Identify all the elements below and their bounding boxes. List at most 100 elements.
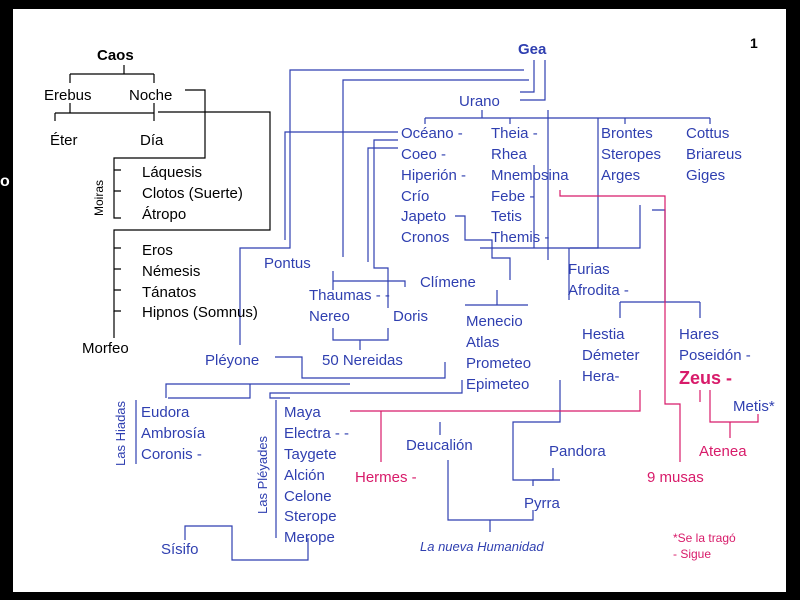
node-tetis: Tetis: [491, 208, 522, 225]
group-hiadas: Las Hiadas: [113, 400, 128, 466]
line-pleyone: [275, 356, 446, 379]
node-steropes: Steropes: [601, 146, 662, 163]
node-zeus: Zeus -: [679, 368, 733, 388]
node-oceano: Océano -: [401, 125, 463, 142]
line-noche-moiras: [113, 89, 206, 219]
node-nemesis: Némesis: [142, 263, 201, 280]
node-japeto: Japeto: [401, 208, 447, 225]
line-caos: [69, 65, 155, 83]
line-climene-sons: [465, 290, 528, 306]
node-musas: 9 musas: [647, 469, 704, 486]
node-eros: Eros: [142, 242, 173, 259]
node-theia: Theia -: [491, 125, 538, 142]
node-morfeo: Morfeo: [82, 340, 129, 357]
node-epimeteo: Epimeteo: [466, 376, 530, 393]
node-taygete: Taygete: [284, 446, 337, 463]
node-gea: Gea: [518, 41, 547, 58]
node-poseidon: Poseidón -: [679, 347, 751, 364]
node-crio: Crío: [401, 188, 430, 205]
node-hiperion: Hiperión -: [401, 167, 467, 184]
node-dia: Día: [140, 132, 164, 149]
line-oceano-left: [284, 131, 398, 240]
node-sterope: Sterope: [284, 508, 337, 525]
line-urano-titans: [424, 110, 711, 124]
node-pleyone: Pléyone: [205, 352, 260, 369]
node-brontes: Brontes: [601, 125, 653, 142]
node-tanatos: Tánatos: [142, 284, 197, 301]
node-atenea: Atenea: [699, 443, 747, 460]
node-merope: Merope: [284, 529, 335, 546]
node-themis: Themis -: [491, 229, 550, 246]
line-erebus-noche: [54, 103, 155, 121]
node-mnemosina: Mnemosina: [491, 167, 569, 184]
node-caos: Caos: [97, 47, 134, 64]
node-maya: Maya: [284, 404, 321, 421]
line-pandora: [532, 468, 554, 486]
page-number: 1: [750, 35, 758, 51]
line-noche-children: [113, 111, 271, 312]
footnote-line1: *Se la tragó: [673, 531, 736, 545]
node-arges: Arges: [601, 167, 641, 184]
group-moiras: Moiras: [92, 179, 106, 216]
node-hestia: Hestia: [582, 326, 625, 343]
node-hipnos: Hipnos (Somnus): [142, 304, 258, 321]
line-metis: [709, 390, 759, 438]
line-pontus-children: [332, 271, 406, 290]
node-clotos: Clotos (Suerte): [142, 185, 243, 202]
node-sisifo: Sísifo: [161, 541, 199, 558]
node-electra: Electra - -: [284, 425, 350, 442]
node-pandora: Pandora: [549, 443, 606, 460]
line-deucalion: [447, 460, 534, 532]
node-hermes: Hermes -: [355, 469, 417, 486]
node-coronis: Coronis -: [141, 446, 202, 463]
node-deucalion: Deucalión: [406, 437, 473, 454]
node-humanidad: La nueva Humanidad: [420, 539, 544, 554]
node-thaumas: Thaumas - -: [309, 287, 390, 304]
line-japeto: [455, 215, 511, 280]
node-urano: Urano: [459, 93, 500, 110]
node-furias: Furias: [568, 261, 610, 278]
line-gea-urano: [520, 60, 546, 101]
node-doris: Doris: [393, 308, 429, 325]
node-atlas: Atlas: [466, 334, 500, 351]
node-nereidas: 50 Nereidas: [322, 352, 403, 369]
line-gea-pontus: [239, 69, 524, 345]
node-ambrosia: Ambrosía: [141, 425, 206, 442]
node-cronos: Cronos: [401, 229, 450, 246]
node-giges: Giges: [686, 167, 726, 184]
line-gea-pontus2: [342, 79, 529, 257]
node-prometeo: Prometeo: [466, 355, 532, 372]
node-alcion: Alción: [284, 467, 325, 484]
line-atlas-pleyades: [269, 380, 463, 399]
line-pleyades-parent: [165, 383, 350, 399]
node-climene: Clímene: [420, 274, 476, 291]
node-afrodita: Afrodita -: [568, 282, 629, 299]
node-celone: Celone: [284, 488, 332, 505]
node-cottus: Cottus: [686, 125, 730, 142]
node-hera: Hera-: [582, 368, 620, 385]
node-coeo: Coeo -: [401, 146, 447, 163]
line-nereo-doris: [332, 328, 389, 350]
footnote-line2: - Sigue: [673, 547, 712, 561]
line-mnemosina-musas: [559, 190, 681, 462]
node-noche: Noche: [129, 87, 173, 104]
node-demeter: Démeter: [582, 347, 640, 364]
node-hares: Hares: [679, 326, 720, 343]
node-pontus: Pontus: [264, 255, 311, 272]
node-menecio: Menecio: [466, 313, 523, 330]
line-coeo-climene: [367, 147, 398, 262]
node-atropo: Átropo: [142, 206, 187, 223]
node-laquesis: Láquesis: [142, 164, 203, 181]
line-oceano-climene: [373, 139, 398, 308]
node-eter: Éter: [50, 132, 78, 149]
node-metis: Metis*: [733, 398, 775, 415]
node-erebus: Erebus: [44, 87, 92, 104]
diagram-panel: [13, 9, 786, 592]
line-sisifo: [184, 525, 309, 561]
group-pleyades: Las Pléyades: [255, 435, 270, 514]
node-briareus: Briareus: [686, 146, 742, 163]
edge-mark: o: [0, 173, 10, 190]
node-nereo: Nereo: [309, 308, 350, 325]
